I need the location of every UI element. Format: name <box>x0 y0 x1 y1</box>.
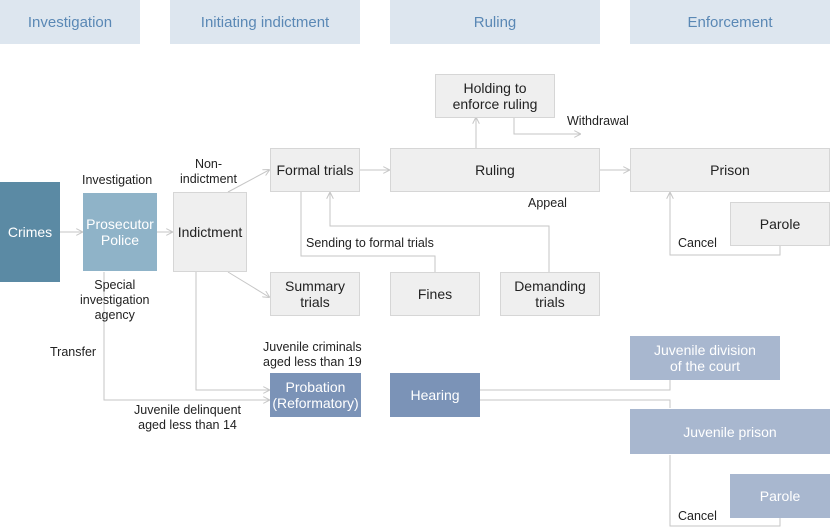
arrow-withdrawal <box>513 118 580 134</box>
arrow-parole-prison-cancel <box>670 193 781 256</box>
label-appeal: Appeal <box>528 196 567 210</box>
label-withdrawal: Withdrawal <box>567 114 629 128</box>
arrow-transfer-probation <box>103 272 269 400</box>
node-juvenile-parole: Parole <box>730 474 830 518</box>
node-hearing: Hearing <box>390 373 480 417</box>
line-juvenile-parole-cancel <box>669 455 781 527</box>
label-non-indictment: Non- indictment <box>180 157 237 186</box>
label-cancel-top: Cancel <box>678 236 717 250</box>
label-juvenile-delinquent: Juvenile delinquent aged less than 14 <box>134 403 242 432</box>
stage-ruling: Ruling <box>390 0 600 44</box>
line-fines-sending <box>300 192 436 272</box>
arrow-indictment-probation <box>195 272 269 390</box>
node-fines: Fines <box>390 272 480 316</box>
node-demanding-trials: Demanding trials <box>500 272 600 316</box>
node-prison: Prison <box>630 148 830 192</box>
label-special-investigation-agency: Special investigation agency <box>80 278 150 322</box>
node-probation-reformatory: Probation (Reformatory) <box>270 373 361 417</box>
label-transfer: Transfer <box>50 345 97 359</box>
node-crimes: Crimes <box>0 182 60 282</box>
node-summary-trials: Summary trials <box>270 272 360 316</box>
node-holding-to-enforce-ruling: Holding to enforce ruling <box>435 74 555 118</box>
node-ruling: Ruling <box>390 148 600 192</box>
label-cancel-bottom: Cancel <box>678 509 717 523</box>
arrow-indictment-formal <box>227 170 269 193</box>
stage-investigation: Investigation <box>0 0 140 44</box>
node-formal-trials: Formal trials <box>270 148 360 192</box>
stage-enforcement: Enforcement <box>630 0 830 44</box>
label-sending-to-formal-trials: Sending to formal trials <box>306 236 434 250</box>
line-hearing-juvenile-division <box>480 380 671 391</box>
line-hearing-juvenile-prison <box>480 399 671 408</box>
stage-initiating-indictment: Initiating indictment <box>170 0 360 44</box>
node-juvenile-division: Juvenile division of the court <box>630 336 780 380</box>
node-juvenile-prison: Juvenile prison <box>630 409 830 454</box>
arrow-demanding-formal <box>330 193 550 272</box>
node-prosecutor-police: Prosecutor Police <box>83 193 157 271</box>
label-investigation: Investigation <box>82 173 153 187</box>
arrow-indictment-summary <box>227 271 269 297</box>
node-parole: Parole <box>730 202 830 246</box>
node-indictment: Indictment <box>173 192 247 272</box>
label-juvenile-criminals: Juvenile criminals aged less than 19 <box>263 340 362 369</box>
